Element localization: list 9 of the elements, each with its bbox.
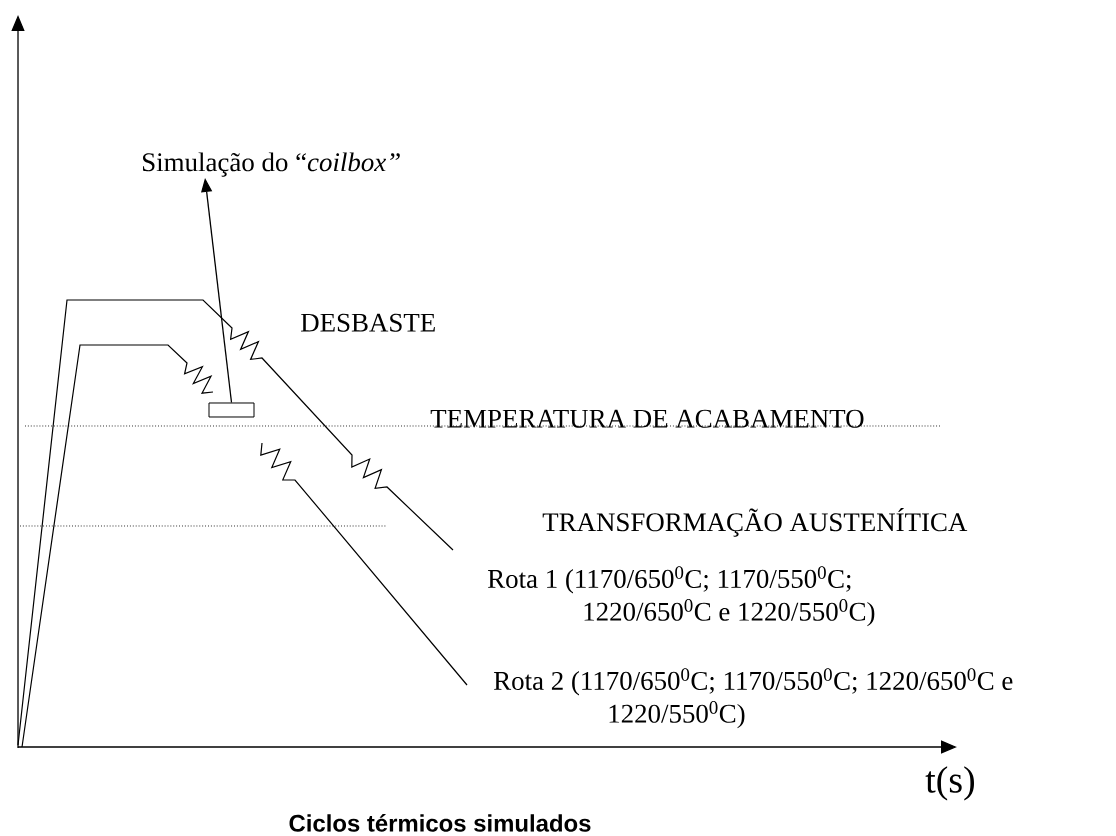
coilbox-rectangle — [208, 402, 255, 418]
caption: Ciclos térmicos simulados — [289, 814, 591, 832]
text-label: Rota 2 (1170/650$^{0}$C; 1170/550$^{0}$C; 1220/650$^{0}$C e 1220/550$^{0}$C) — [494, 668, 1013, 729]
text-label: TRANSFORMAÇÃO AUSTENÍTICA — [542, 508, 968, 537]
text-label: DESBASTE — [301, 313, 435, 332]
text-label: Rota 1 (1170/650$^{0}$C; 1170/550$^{0}$C; 1220/650$^{0}$C e 1220/550$^{0}$C) — [488, 566, 875, 627]
axis-label: t(s) — [925, 766, 974, 801]
text-label: TEMPERATURA DE ACABAMENTO — [430, 409, 864, 428]
annotation-text: Simulação do “coilbox” — [143, 152, 400, 177]
